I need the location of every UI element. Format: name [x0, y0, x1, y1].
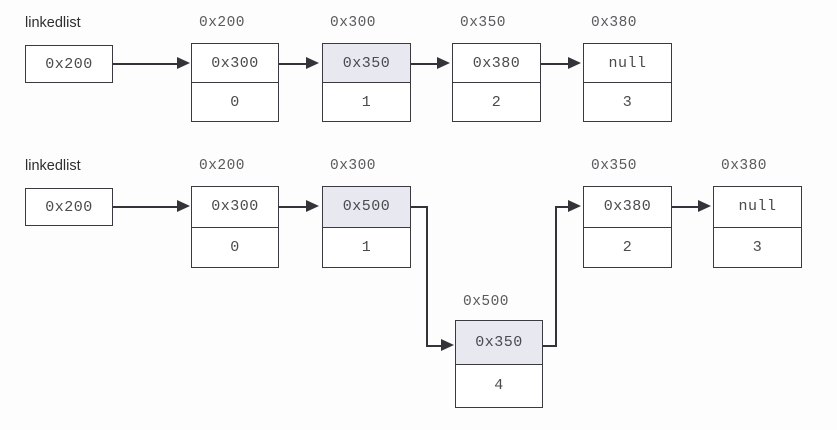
- node-data-cell-row1-2: 2: [453, 83, 540, 121]
- head-pointer-box-row2: 0x200: [25, 188, 113, 226]
- connector-node1-to-inserted-seg-v-row2: [425, 206, 428, 347]
- arrowhead-head-to-node0-row2: [177, 199, 190, 212]
- connector-node2-to-node3-row1: [541, 63, 569, 66]
- arrowhead-node2-to-node3-row2: [698, 199, 711, 212]
- node-row1-1: 0x350 1: [322, 43, 411, 122]
- node-row2-1: 0x500 1: [322, 186, 411, 268]
- node-row2-2: 0x380 2: [583, 186, 672, 268]
- inserted-node-address-label: 0x500: [463, 294, 510, 310]
- node-pointer-value-row1-1: 0x350: [342, 54, 391, 72]
- node-data-cell-row2-3: 3: [714, 228, 801, 268]
- node-pointer-cell-row2-0: 0x300: [192, 187, 278, 228]
- node-data-value-row2-2: 2: [622, 238, 633, 256]
- node-pointer-cell-row2-3: null: [714, 187, 801, 228]
- node-pointer-cell-row1-1: 0x350: [323, 44, 410, 83]
- connector-head-to-node0-row2: [113, 206, 179, 209]
- arrowhead-head-to-node0-row1: [177, 56, 190, 69]
- node-data-value-row2-1: 1: [361, 238, 372, 256]
- node-row1-2: 0x380 2: [452, 43, 541, 122]
- head-pointer-label-row2: linkedlist: [25, 158, 81, 174]
- inserted-node-pointer-value: 0x350: [475, 333, 523, 351]
- connector-node2-to-node3-row2: [672, 206, 700, 209]
- connector-head-to-node0-row1: [113, 63, 179, 66]
- node-pointer-value-row1-3: null: [608, 54, 647, 72]
- node-address-label-row2-3: 0x380: [721, 158, 768, 174]
- node-data-value-row1-2: 2: [491, 93, 502, 111]
- arrowhead-node0-to-node1-row2: [306, 199, 319, 212]
- node-data-cell-row2-1: 1: [323, 228, 410, 268]
- node-data-value-row2-0: 0: [230, 238, 240, 256]
- node-data-value-row2-3: 3: [752, 238, 763, 256]
- head-pointer-label-row1: linkedlist: [25, 15, 81, 31]
- inserted-node-data-value: 4: [494, 377, 504, 395]
- arrowhead-node1-to-node2-row1: [437, 56, 450, 69]
- node-address-label-row1-0: 0x200: [199, 15, 246, 31]
- connector-node1-to-node2-row1: [411, 63, 439, 66]
- node-data-cell-row2-0: 0: [192, 228, 278, 268]
- node-address-label-row1-3: 0x380: [591, 15, 638, 31]
- connector-node1-to-inserted-seg-h1-row2: [411, 206, 428, 209]
- node-row1-3: null 3: [583, 43, 672, 122]
- head-pointer-value-row1: 0x200: [45, 55, 93, 73]
- inserted-node-data-cell: 4: [456, 365, 542, 408]
- node-pointer-value-row1-0: 0x300: [211, 54, 259, 72]
- node-pointer-cell-row2-1: 0x500: [323, 187, 410, 228]
- node-address-label-row2-0: 0x200: [199, 158, 246, 174]
- node-pointer-cell-row1-0: 0x300: [192, 44, 278, 83]
- node-data-cell-row1-0: 0: [192, 83, 278, 121]
- node-pointer-value-row2-2: 0x380: [603, 198, 652, 216]
- connector-node0-to-node1-row1: [279, 63, 307, 66]
- node-address-label-row1-2: 0x350: [460, 15, 507, 31]
- connector-inserted-to-node2-seg-h2-row2: [554, 206, 571, 209]
- node-data-value-row1-3: 3: [622, 93, 633, 111]
- node-data-cell-row1-1: 1: [323, 83, 410, 121]
- connector-inserted-to-node2-seg-v-row2: [554, 206, 557, 347]
- node-row2-0: 0x300 0: [191, 186, 279, 268]
- node-row2-3: null 3: [713, 186, 802, 268]
- node-data-cell-row2-2: 2: [584, 228, 671, 268]
- node-data-cell-row1-3: 3: [584, 83, 671, 121]
- node-data-value-row1-1: 1: [361, 93, 372, 111]
- arrowhead-node1-to-inserted-row2: [441, 338, 454, 351]
- head-pointer-box-row1: 0x200: [25, 45, 113, 83]
- node-pointer-value-row2-1: 0x500: [342, 198, 391, 216]
- connector-node0-to-node1-row2: [279, 206, 307, 209]
- node-pointer-cell-row1-3: null: [584, 44, 671, 83]
- inserted-node-pointer-cell: 0x350: [456, 321, 542, 365]
- node-pointer-cell-row2-2: 0x380: [584, 187, 671, 228]
- node-pointer-value-row2-0: 0x300: [211, 198, 259, 216]
- connector-inserted-to-node2-seg-h1-row2: [543, 344, 557, 347]
- arrowhead-node2-to-node3-row1: [568, 56, 581, 69]
- head-pointer-value-row2: 0x200: [45, 198, 93, 216]
- node-data-value-row1-0: 0: [230, 93, 240, 111]
- connector-node1-to-inserted-seg-h2-row2: [425, 344, 444, 347]
- node-address-label-row2-2: 0x350: [591, 158, 638, 174]
- arrowhead-node0-to-node1-row1: [306, 56, 319, 69]
- inserted-node-0x500: 0x350 4: [455, 320, 543, 408]
- node-address-label-row1-1: 0x300: [330, 15, 377, 31]
- node-pointer-cell-row1-2: 0x380: [453, 44, 540, 83]
- node-address-label-row2-1: 0x300: [330, 158, 377, 174]
- node-pointer-value-row2-3: null: [738, 198, 777, 216]
- node-row1-0: 0x300 0: [191, 43, 279, 122]
- arrowhead-inserted-to-node2-row2: [568, 199, 581, 212]
- node-pointer-value-row1-2: 0x380: [472, 54, 521, 72]
